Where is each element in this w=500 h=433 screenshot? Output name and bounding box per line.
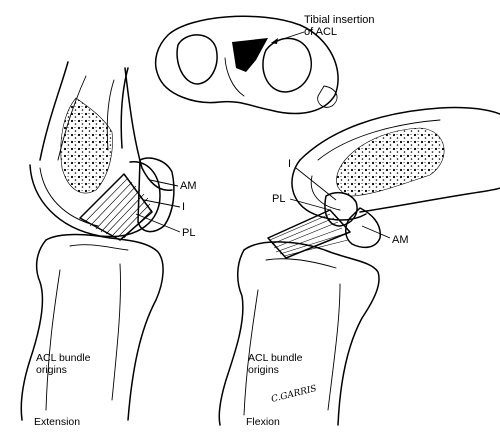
label-right-origins: ACL bundle origins xyxy=(248,352,303,376)
extension-knee xyxy=(20,61,175,421)
svg-text:C.GARRIS: C.GARRIS xyxy=(270,384,317,405)
leader-tibial-insertion xyxy=(273,31,305,43)
leader-left-pl xyxy=(135,213,181,233)
label-right-i: I xyxy=(288,158,292,170)
leader-right-am xyxy=(361,225,391,239)
leader-left-i xyxy=(143,199,181,208)
tibial-plateau xyxy=(154,15,339,115)
caption-extension: Extension xyxy=(34,416,81,428)
label-right-pl: PL xyxy=(272,193,286,205)
leader-right-pl xyxy=(289,198,331,211)
label-left-pl: PL xyxy=(182,227,196,239)
label-tibial-insertion: Tibial insertion of ACL xyxy=(304,14,375,38)
label-left-am: AM xyxy=(180,180,197,192)
acl-insertion-area xyxy=(232,38,268,72)
label-left-origins: ACL bundle origins xyxy=(36,352,91,376)
label-right-am: AM xyxy=(392,234,409,246)
leader-left-am xyxy=(149,179,179,187)
label-left-i: I xyxy=(182,201,186,213)
leader-right-i xyxy=(295,167,337,201)
artist-signature: C.GARRIS xyxy=(270,384,317,405)
caption-flexion: Flexion xyxy=(246,416,280,428)
flexion-knee xyxy=(218,106,500,426)
